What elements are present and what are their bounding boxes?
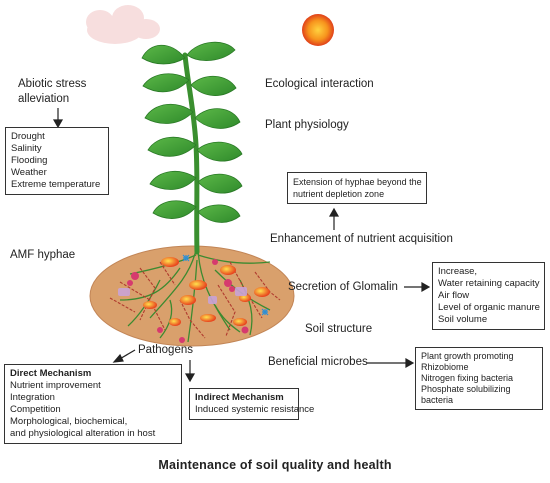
amf-hyphae-label: AMF hyphae (10, 249, 76, 261)
microbe-item: Plant growth promoting (421, 351, 514, 361)
direct-item: Competition (10, 404, 61, 415)
hyphae-line: nutrient depletion zone (293, 189, 385, 199)
abiotic-stress-label: Abiotic stress (18, 78, 87, 90)
arrows (52, 108, 431, 383)
microbes (127, 259, 249, 343)
star-bacteria (182, 254, 269, 316)
abiotic-item: Weather (11, 167, 47, 178)
glomalin-item: Air flow (438, 290, 470, 301)
pathogens-label: Pathogens (138, 344, 193, 356)
glomalin-item: Water retaining capacity (438, 278, 540, 289)
glomalin-item: Soil volume (438, 314, 488, 325)
abiotic-stress-box: Drought Salinity Flooding Weather Extrem… (5, 127, 109, 195)
sun (302, 14, 334, 46)
microbe-item: Nitrogen fixing bacteria (421, 373, 514, 383)
enhancement-label: Enhancement of nutrient acquisition (270, 233, 453, 245)
abiotic-item: Drought (11, 131, 45, 142)
ecological-interaction-label: Ecological interaction (265, 78, 374, 90)
plant-physiology-label: Plant physiology (265, 119, 349, 131)
direct-item: Morphological, biochemical, (10, 416, 128, 427)
hyphae-line: Extension of hyphae beyond the (293, 177, 422, 187)
microbe-item: Rhizobiome (421, 362, 469, 372)
secretion-label: Secretion of Glomalin (288, 281, 398, 293)
direct-mechanism-title: Direct Mechanism (10, 368, 92, 379)
glomalin-item: Level of organic manure (438, 302, 540, 313)
diagram-caption: Maintenance of soil quality and health (158, 458, 392, 472)
abiotic-item: Extreme temperature (11, 179, 101, 190)
glomalin-item: Increase, (438, 266, 478, 277)
direct-mechanism-box: Direct Mechanism Nutrient improvement In… (4, 364, 182, 444)
abiotic-item: Salinity (11, 143, 42, 154)
indirect-mechanism-title: Indirect Mechanism (195, 392, 284, 403)
alleviation-label: alleviation (18, 93, 70, 105)
cloud (86, 5, 160, 44)
soil-structure-label: Soil structure (305, 323, 373, 335)
beneficial-microbes-label: Beneficial microbes (268, 356, 368, 368)
microbe-item: Phosphate solubilizing (421, 384, 511, 394)
hyphae-extension-box: Extension of hyphae beyond the nutrient … (287, 172, 427, 204)
glomalin-box: Increase, Water retaining capacity Air f… (432, 262, 545, 330)
spores (143, 257, 270, 326)
direct-item: Integration (10, 392, 55, 403)
beneficial-microbes-box: Plant growth promoting Rhizobiome Nitrog… (415, 347, 543, 410)
leaves (141, 41, 243, 223)
abiotic-item: Flooding (11, 155, 48, 166)
direct-item: Nutrient improvement (10, 380, 101, 391)
indirect-item: Induced systemic resistance (195, 404, 315, 415)
direct-item: and physiological alteration in host (10, 428, 156, 439)
bacteria-clusters (118, 287, 247, 304)
microbe-item: bacteria (421, 395, 454, 405)
indirect-mechanism-box: Indirect Mechanism Induced systemic resi… (189, 388, 315, 420)
